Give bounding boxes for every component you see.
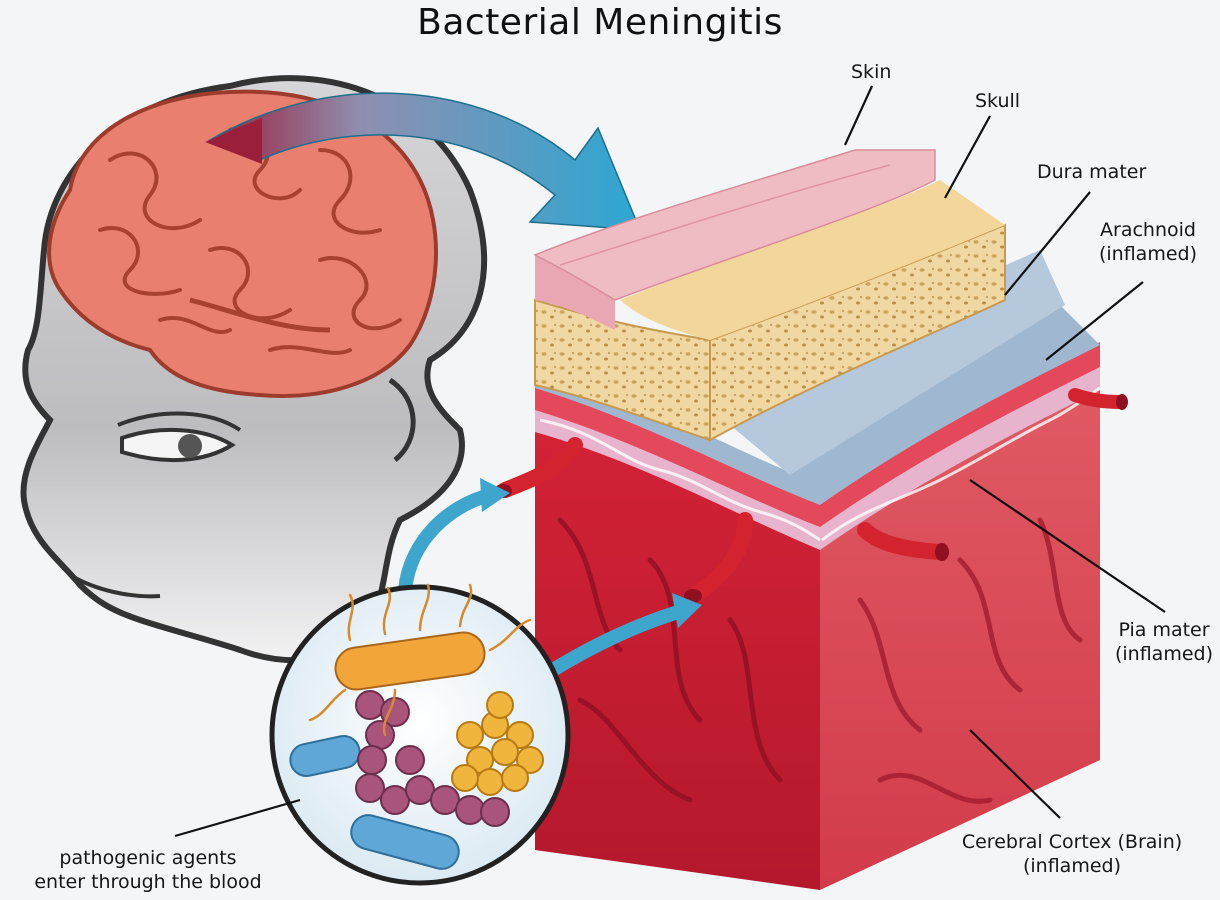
label-pia-name: Pia mater xyxy=(1118,619,1210,641)
label-pathogenic-agents: pathogenic agents enter through the bloo… xyxy=(8,846,288,894)
blood-route-arrows xyxy=(398,478,702,681)
label-skin: Skin xyxy=(851,61,892,83)
label-cortex-name: Cerebral Cortex (Brain) xyxy=(961,831,1183,853)
diagram-title: Bacterial Meningitis xyxy=(417,2,783,43)
label-arachnoid: Arachnoid (inflamed) xyxy=(1088,218,1208,266)
label-cortex-status: (inflamed) xyxy=(1022,855,1121,877)
label-arachnoid-status: (inflamed) xyxy=(1098,243,1197,265)
brain-illustration xyxy=(47,89,439,398)
meninges-cross-section xyxy=(533,149,1101,890)
blood-vessels xyxy=(494,388,1128,603)
label-pathogen-line2: enter through the blood xyxy=(34,871,262,893)
big-curved-arrow xyxy=(205,92,642,231)
label-skull: Skull xyxy=(975,90,1021,112)
pathogen-inset xyxy=(269,583,571,886)
leader-lines xyxy=(174,85,1166,838)
label-cerebral-cortex: Cerebral Cortex (Brain) (inflamed) xyxy=(938,830,1206,878)
label-pia-mater: Pia mater (inflamed) xyxy=(1108,618,1220,666)
label-pia-status: (inflamed) xyxy=(1114,643,1213,665)
label-arachnoid-name: Arachnoid xyxy=(1100,219,1196,241)
label-dura-mater: Dura mater xyxy=(1037,161,1147,183)
label-pathogen-line1: pathogenic agents xyxy=(59,847,237,869)
